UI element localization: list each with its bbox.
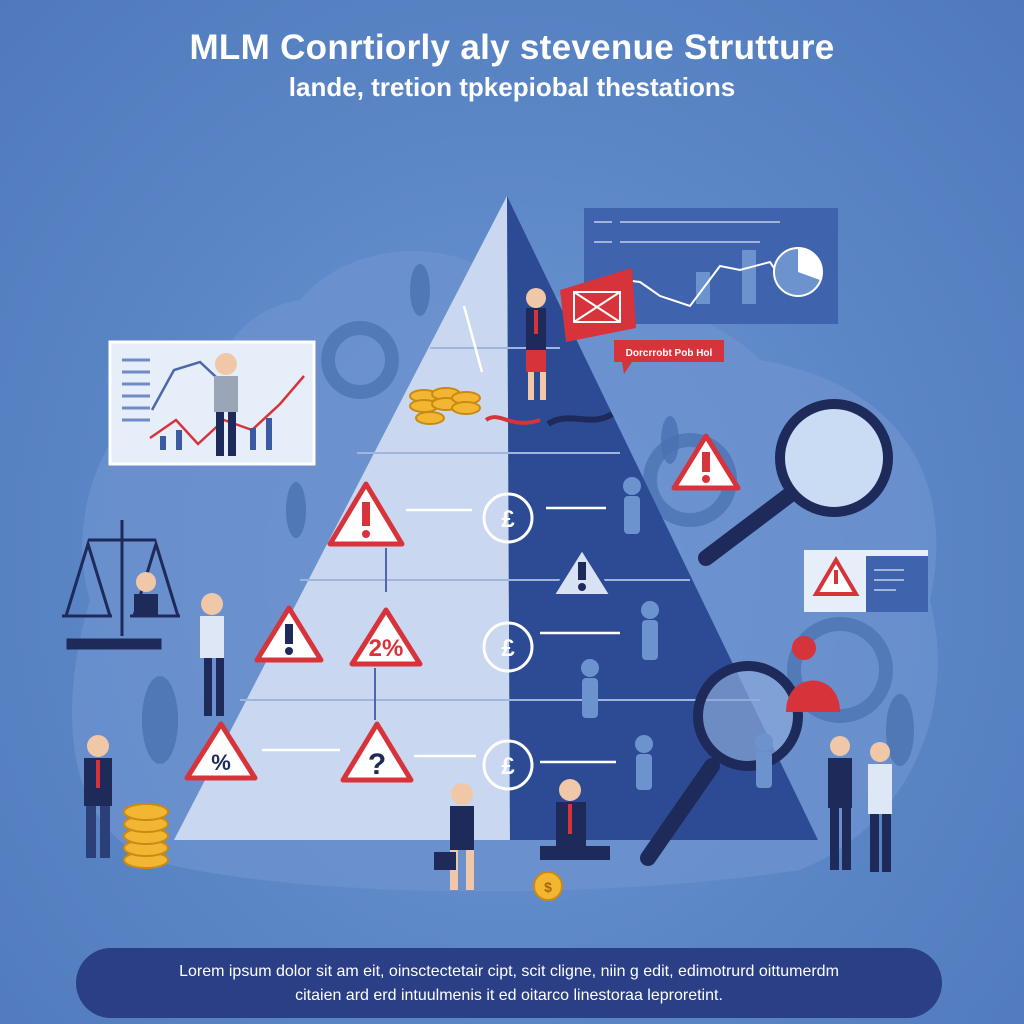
warning-icon	[671, 433, 741, 491]
warning-symbols: 2% % ?	[184, 433, 741, 783]
percent-warning-icon: %	[184, 721, 258, 781]
svg-text:£: £	[501, 506, 515, 533]
person-icon	[623, 477, 641, 534]
person-woman	[200, 593, 224, 716]
currency-symbols: £ £ £	[482, 492, 534, 791]
warning-icon	[327, 481, 405, 547]
svg-text:%: %	[211, 750, 231, 775]
pyramid-light-side	[174, 196, 510, 840]
person-kneeling	[540, 779, 610, 860]
page-subtitle: lande, tretion tpkepiobal thestations	[288, 72, 736, 102]
red-tag: Dorcrrobt Pob Hol	[614, 340, 724, 374]
right-warning-panel	[804, 550, 928, 612]
person-icon	[635, 735, 653, 790]
magnifier-icon	[698, 399, 893, 566]
dark-squiggle-arrow	[546, 411, 614, 427]
pound-coin-icon: £	[482, 739, 534, 791]
flow-arrows	[262, 305, 620, 764]
gear-icon	[787, 617, 893, 723]
svg-text:£: £	[501, 635, 515, 662]
svg-text:Dorcrrobt Pob Hol: Dorcrrobt Pob Hol	[626, 348, 713, 359]
question-warning-icon: ?	[340, 721, 414, 783]
person-woman-walking	[434, 783, 474, 890]
coin-stack-top	[409, 387, 481, 425]
footer-line-2: citaien ard erd intuulmenis it ed oitarc…	[295, 987, 723, 1004]
person-red-figure	[786, 636, 840, 712]
svg-text:£: £	[501, 753, 515, 780]
person-pair-right	[828, 736, 892, 872]
person-presenter	[214, 353, 238, 456]
red-squiggle-arrow	[484, 415, 541, 425]
coin-stack-left	[123, 803, 169, 869]
person-scale	[134, 572, 158, 616]
pound-coin-icon: £	[482, 621, 534, 673]
warning-icon	[550, 546, 614, 598]
person-businessman-left	[84, 735, 112, 858]
flow-arrows-down	[374, 548, 387, 720]
decor-leaves	[142, 264, 914, 766]
pound-coin-icon: £	[482, 492, 534, 544]
svg-text:?: ?	[368, 748, 386, 781]
gear-icon	[321, 321, 399, 399]
person-icon	[641, 601, 659, 660]
svg-text:$: $	[544, 879, 552, 895]
warning-icon	[254, 605, 324, 663]
left-chart-panel	[108, 340, 316, 466]
magnifier-icon	[640, 661, 803, 866]
person-icon	[755, 733, 773, 788]
svg-text:2%: 2%	[369, 635, 404, 662]
page-title: MLM Conrtiorly aly stevenue Strutture	[189, 28, 835, 67]
red-flag-sign	[560, 268, 636, 342]
footer-caption-box: Lorem ipsum dolor sit am eit, oinsctecte…	[76, 948, 942, 1018]
person-icon	[581, 659, 599, 718]
footer-line-1: Lorem ipsum dolor sit am eit, oinsctecte…	[179, 963, 839, 980]
silhouette-figures	[581, 477, 773, 790]
coin-single: $	[533, 871, 563, 901]
pyramid-tier-lines	[240, 347, 760, 701]
percent-warning-icon: 2%	[349, 607, 423, 667]
person-top	[526, 288, 546, 400]
